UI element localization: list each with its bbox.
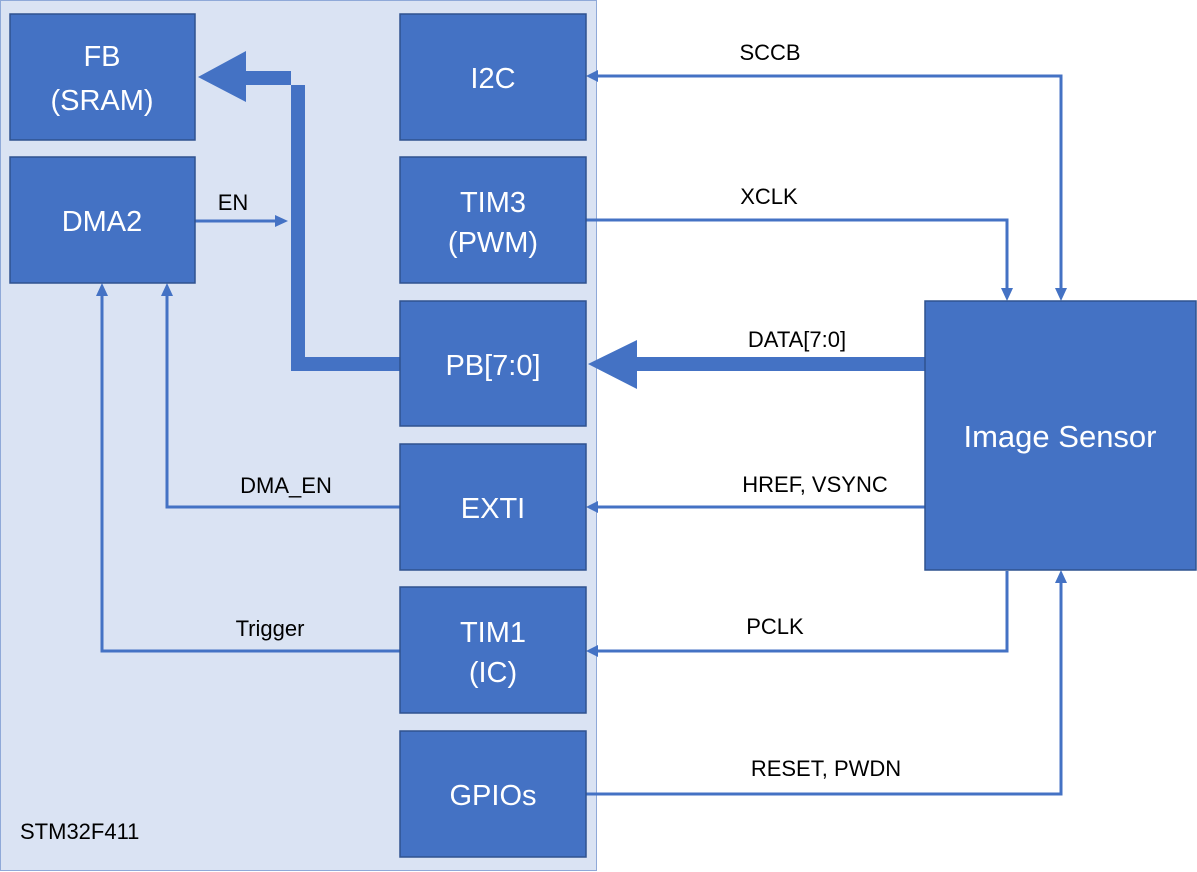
xclk-wire bbox=[586, 218, 1009, 290]
trigger-arrow-up bbox=[96, 283, 108, 296]
tim1-label-line2: (IC) bbox=[469, 657, 517, 689]
href-vsync-label: HREF, VSYNC bbox=[742, 472, 888, 497]
dma-en-arrow-up bbox=[161, 283, 173, 296]
gpios-label: GPIOs bbox=[449, 780, 536, 812]
exti-block: EXTI bbox=[399, 443, 587, 571]
i2c-label: I2C bbox=[470, 63, 515, 95]
pb-label: PB[7:0] bbox=[445, 350, 540, 382]
xclk-label: XCLK bbox=[740, 184, 798, 209]
data-bus-label: DATA[7:0] bbox=[748, 327, 846, 352]
pb-to-fb-bus-arrow bbox=[198, 51, 400, 371]
wires bbox=[100, 74, 1063, 796]
reset-pwdn-wire bbox=[586, 580, 1063, 796]
trigger-label: Trigger bbox=[236, 616, 305, 641]
pb-block: PB[7:0] bbox=[399, 300, 587, 427]
tim3-block: TIM3 (PWM) bbox=[399, 156, 587, 284]
gpios-block: GPIOs bbox=[399, 730, 587, 858]
trigger-wire bbox=[100, 294, 400, 653]
fb-sram-block: FB (SRAM) bbox=[9, 13, 196, 141]
tim1-block: TIM1 (IC) bbox=[399, 586, 587, 714]
tim3-label-line2: (PWM) bbox=[448, 227, 538, 259]
data-bus-arrow bbox=[588, 340, 925, 389]
i2c-block: I2C bbox=[399, 13, 587, 141]
blocks: FB (SRAM) DMA2 I2C TIM3 (PWM) PB[7:0] EX… bbox=[9, 13, 1197, 858]
sccb-arrow-down bbox=[1055, 288, 1067, 301]
image-sensor-block: Image Sensor bbox=[924, 300, 1197, 571]
dma-en-label: DMA_EN bbox=[240, 473, 332, 498]
data-buses bbox=[198, 51, 925, 389]
xclk-arrow-down bbox=[1001, 288, 1013, 301]
pclk-label: PCLK bbox=[746, 614, 804, 639]
tim3-label-line1: TIM3 bbox=[460, 187, 526, 219]
dma2-label: DMA2 bbox=[62, 206, 143, 238]
pclk-arrow-left bbox=[586, 645, 598, 657]
reset-pwdn-label: RESET, PWDN bbox=[751, 756, 901, 781]
fb-label-line1: FB bbox=[83, 41, 120, 73]
sccb-wire bbox=[596, 74, 1063, 290]
fb-label-line2: (SRAM) bbox=[50, 85, 153, 117]
en-label: EN bbox=[218, 190, 249, 215]
pclk-wire bbox=[598, 571, 1009, 653]
en-arrow-right bbox=[275, 215, 288, 227]
dma2-block: DMA2 bbox=[9, 156, 196, 284]
href-vsync-arrow-left bbox=[586, 501, 598, 513]
sccb-arrow-left bbox=[586, 70, 598, 82]
tim1-label-line1: TIM1 bbox=[460, 617, 526, 649]
exti-label: EXTI bbox=[461, 493, 525, 525]
mcu-label: STM32F411 bbox=[20, 819, 139, 844]
dma-en-wire bbox=[165, 294, 400, 509]
sccb-label: SCCB bbox=[739, 40, 800, 65]
signal-labels: SCCB XCLK DATA[7:0] HREF, VSYNC PCLK RES… bbox=[218, 40, 901, 781]
reset-pwdn-arrow-up bbox=[1055, 570, 1067, 583]
image-sensor-label: Image Sensor bbox=[964, 419, 1157, 454]
arrowheads bbox=[96, 70, 1067, 657]
